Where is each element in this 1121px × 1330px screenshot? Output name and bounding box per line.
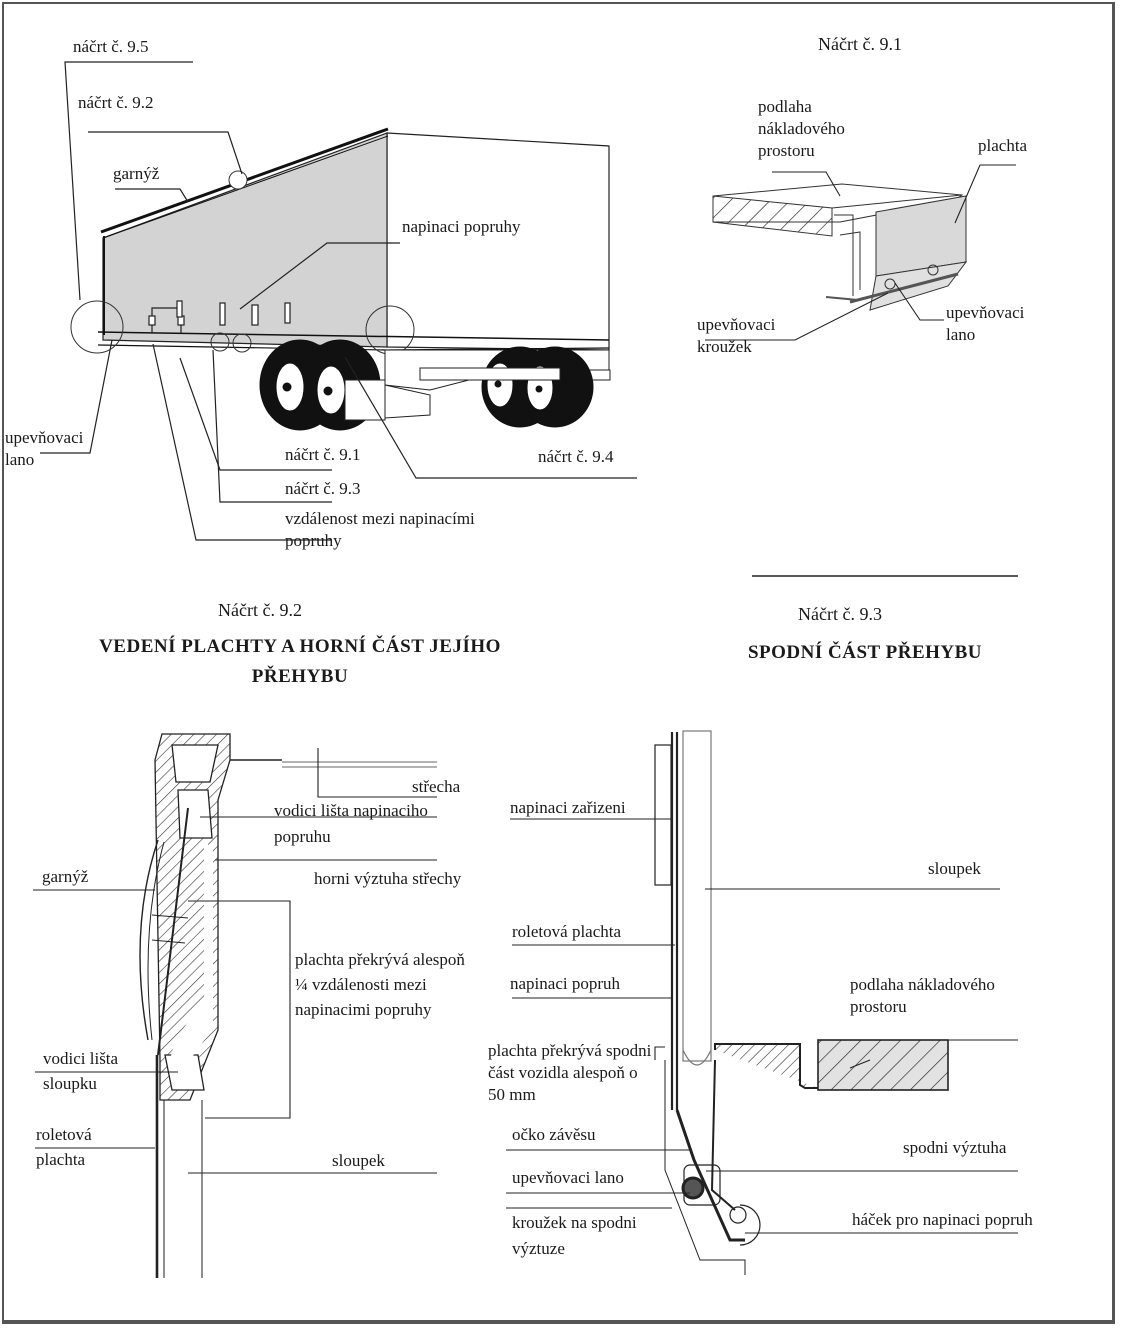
- label-securing-rope: upevňovaci lano: [5, 428, 84, 469]
- sketch-9-3-leader-lines: [506, 818, 1018, 1234]
- label-securing-ring-9-1: upevňovaci kroužek: [697, 315, 776, 356]
- label-floor-9-3: podlaha nákladového prostoru: [850, 975, 995, 1016]
- label-pelmet-9-2: garnýž: [42, 867, 89, 886]
- label-roof: střecha: [412, 777, 461, 796]
- sketch-9-3-caption: Náčrt č. 9.3: [798, 604, 882, 624]
- sketch-9-2-title: VEDENÍ PLACHTY A HORNÍ ČÁST JEJÍHO PŘEHY…: [99, 636, 501, 687]
- label-tensioning-device: napinaci zařizeni: [510, 798, 626, 817]
- label-strap-guide-rail: vodici lišta napinaciho popruhu: [274, 801, 428, 846]
- label-overlap-note-9-2: plachta překrývá alespoň ¼ vzdálenosti m…: [295, 950, 465, 1019]
- label-roller-tarpaulin-9-3: roletová plachta: [512, 922, 622, 941]
- label-ring-on-reinforcement: kroužek na spodni výztuze: [512, 1213, 637, 1258]
- sketch-9-2-leader-lines: [33, 748, 437, 1174]
- sketch-9-2-caption: Náčrt č. 9.2: [218, 600, 302, 620]
- sketch-9-3-drawing: [654, 575, 1018, 1275]
- sketch-9-2-drawing: [139, 733, 437, 1278]
- label-hook: háček pro napinaci popruh: [852, 1210, 1033, 1229]
- label-tension-strap: napinaci popruh: [510, 974, 620, 993]
- label-strap-distance: vzdálenost mezi napinacími popruhy: [285, 509, 475, 550]
- label-tension-straps: napinaci popruhy: [402, 217, 521, 236]
- sketch-9-1-drawing: [712, 183, 968, 311]
- label-upper-roof-reinforcement: horni výztuha střechy: [314, 869, 462, 888]
- label-post-9-3: sloupek: [928, 859, 981, 878]
- sketch-9-3-title: SPODNÍ ČÁST PŘEHYBU: [747, 642, 983, 663]
- label-sketch-9-3-ref: náčrt č. 9.3: [285, 479, 361, 498]
- label-roller-tarpaulin-9-2: roletová plachta: [36, 1125, 92, 1169]
- label-sketch-9-1-ref: náčrt č. 9.1: [285, 445, 361, 464]
- label-floor-9-1: podlaha nákladového prostoru: [758, 97, 845, 160]
- label-sketch-9-5: náčrt č. 9.5: [73, 37, 149, 56]
- sketch-9-1-caption: Náčrt č. 9.1: [818, 34, 902, 54]
- truck-illustration: [70, 127, 611, 431]
- label-pelmet: garnýž: [113, 164, 160, 183]
- label-overlap-note-9-3: plachta překrývá spodni část vozidla ale…: [488, 1041, 652, 1104]
- label-sketch-9-4-ref: náčrt č. 9.4: [538, 447, 614, 466]
- label-post-9-2: sloupek: [332, 1151, 385, 1170]
- label-lower-reinforcement: spodni výztuha: [903, 1138, 1007, 1157]
- label-sketch-9-2-ref: náčrt č. 9.2: [78, 93, 154, 112]
- overview-leader-lines: [40, 61, 637, 541]
- sketch-9-1-leader-lines: [705, 164, 1016, 341]
- label-tarpaulin-9-1: plachta: [978, 136, 1028, 155]
- label-securing-rope-9-3: upevňovaci lano: [512, 1168, 624, 1187]
- label-securing-rope-9-1: upevňovaci lano: [946, 303, 1025, 344]
- label-post-guide-rail: vodici lišta sloupku: [43, 1049, 119, 1093]
- label-hinge-eye: očko závěsu: [512, 1125, 596, 1144]
